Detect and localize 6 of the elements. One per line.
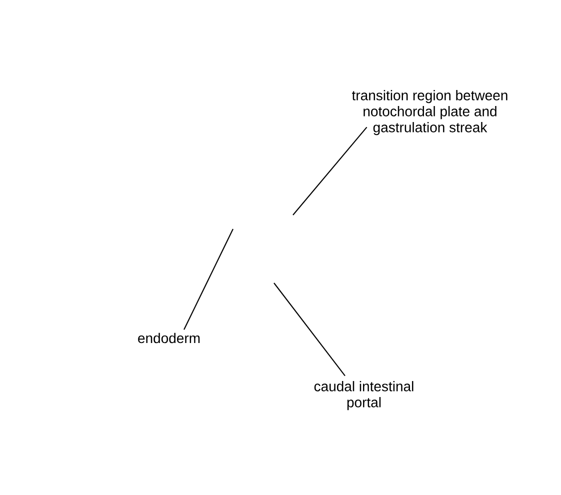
leader-line xyxy=(274,282,346,376)
callout-label: transition region between notochordal plate and gastrulation streak xyxy=(352,90,508,136)
callout-label: endoderm xyxy=(138,332,200,344)
callout-label: caudal intestinal portal xyxy=(314,381,414,410)
leader-line xyxy=(292,126,368,216)
leader-line xyxy=(184,228,234,330)
